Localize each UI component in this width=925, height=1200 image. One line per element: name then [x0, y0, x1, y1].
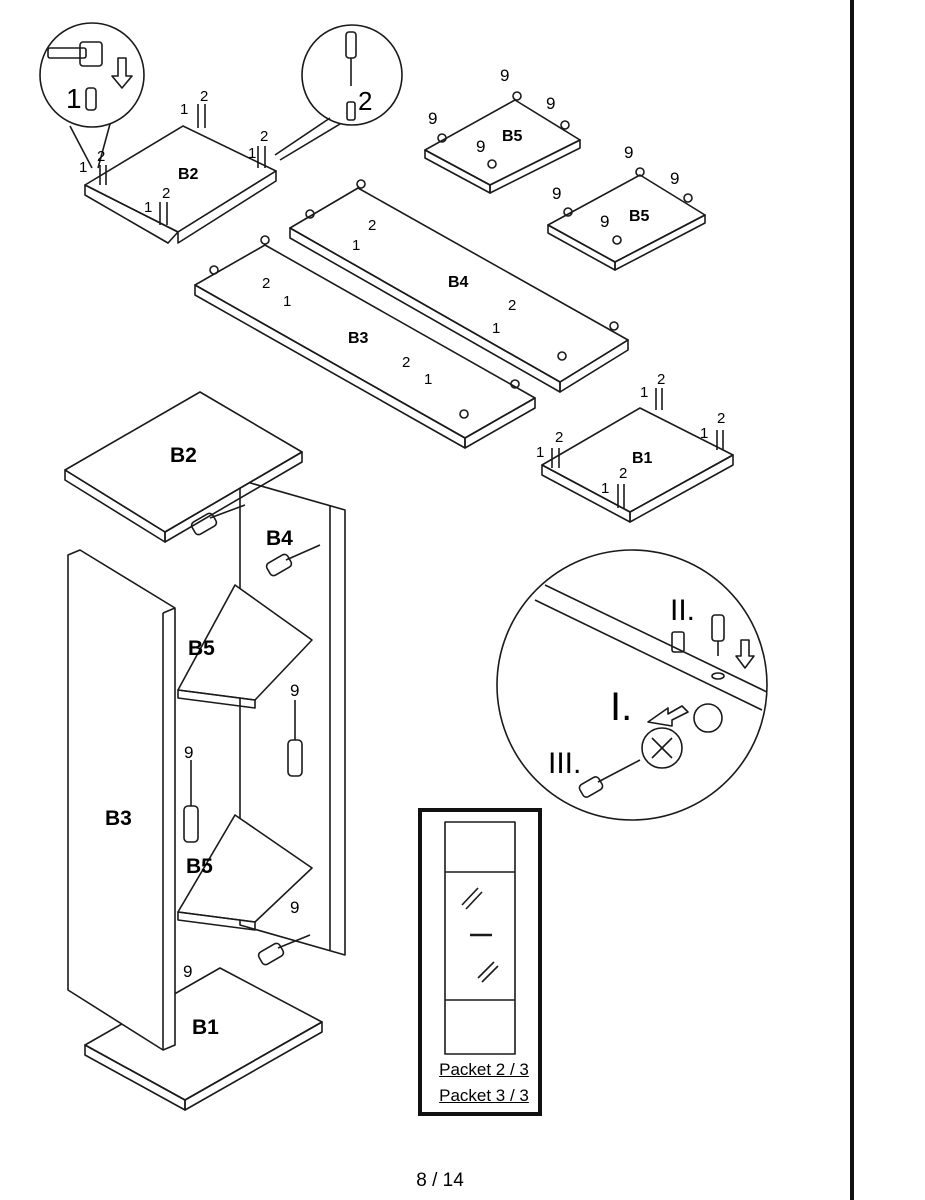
step-label-ii: II.	[670, 594, 695, 627]
panel-label-b2-exploded: B2	[178, 166, 199, 183]
hardware-number: 9	[183, 962, 192, 981]
hammer-icon	[47, 47, 87, 59]
cam-lock-detail-callout	[496, 549, 768, 821]
packet-label: Packet 2 / 3	[439, 1060, 529, 1079]
panel-b5-lower	[547, 167, 706, 271]
cam-bolt-detail-callout	[274, 24, 403, 161]
panel-label-b4-assembled: B4	[266, 527, 293, 550]
panel-label-b5-lower: B5	[629, 208, 650, 225]
packet-cabinet-icon	[444, 821, 516, 1055]
dowel-detail-callout	[39, 22, 145, 169]
panel-label-b5-assembled-bottom: B5	[186, 855, 213, 878]
hardware-number: 9	[546, 94, 555, 113]
panel-b3-long	[194, 235, 536, 449]
hardware-number: 9	[290, 898, 299, 917]
panel-label-b1-assembled: B1	[192, 1016, 219, 1039]
hardware-number: 9	[670, 169, 679, 188]
panel-label-b2-assembled: B2	[170, 444, 197, 467]
hardware-number: 1	[640, 384, 648, 401]
hardware-number: 2	[402, 354, 410, 371]
screwdriver-icon	[183, 504, 321, 966]
hardware-number: 9	[476, 137, 485, 156]
hardware-number: 9	[600, 212, 609, 231]
hardware-number: 1	[248, 145, 256, 162]
panel-label-b3-exploded: B3	[348, 330, 369, 347]
hardware-number: 1	[144, 199, 152, 216]
assembled-cabinet	[64, 391, 346, 1111]
cam-lock-icon	[641, 727, 683, 769]
panel-b5-upper	[424, 91, 581, 194]
panel-label-b3-assembled: B3	[105, 807, 132, 830]
panel-label-b4-exploded: B4	[448, 274, 469, 291]
hardware-number: 2	[162, 185, 170, 202]
hardware-number: 2	[368, 217, 376, 234]
hardware-number: 1	[180, 101, 188, 118]
hardware-number: 9	[184, 743, 193, 762]
packet-info-box: Packet 2 / 3 Packet 3 / 3	[418, 808, 542, 1116]
cam-bolt-callout-number: 2	[358, 86, 372, 116]
hardware-number: 9	[290, 681, 299, 700]
panel-label-b5-assembled-top: B5	[188, 637, 215, 660]
page-number: 8 / 14	[416, 1170, 464, 1191]
hardware-number: 9	[500, 66, 509, 85]
hardware-number: 2	[555, 429, 563, 446]
page-edge-rule	[850, 0, 854, 1200]
hardware-number: 1	[601, 480, 609, 497]
dowel-icon	[85, 87, 97, 111]
packet-label: Packet 3 / 3	[439, 1086, 529, 1105]
panel-label-b1-exploded: B1	[632, 450, 653, 467]
hardware-number: 1	[79, 159, 87, 176]
hardware-number: 2	[97, 148, 105, 165]
hardware-number: 2	[260, 128, 268, 145]
hardware-number: 1	[536, 444, 544, 461]
dowel-callout-number: 1	[66, 83, 82, 114]
step-label-i: I.	[610, 685, 632, 729]
panel-b4-long	[289, 179, 629, 393]
hardware-number: 2	[657, 371, 665, 388]
hardware-number: 2	[619, 465, 627, 482]
hardware-number: 2	[200, 88, 208, 105]
hardware-number: 1	[352, 237, 360, 254]
hardware-number: 1	[700, 425, 708, 442]
hardware-number: 9	[624, 143, 633, 162]
hardware-number: 9	[428, 109, 437, 128]
hardware-number: 1	[492, 320, 500, 337]
hardware-number: 2	[717, 410, 725, 427]
panel-b2-top	[84, 104, 277, 244]
hardware-number: 2	[262, 275, 270, 292]
hardware-number: 2	[508, 297, 516, 314]
hardware-number: 1	[283, 293, 291, 310]
panel-label-b5-upper: B5	[502, 128, 523, 145]
hardware-number: 9	[552, 184, 561, 203]
hardware-number: 1	[424, 371, 432, 388]
step-label-iii: III.	[548, 747, 581, 780]
panel-b1-right	[541, 388, 734, 523]
